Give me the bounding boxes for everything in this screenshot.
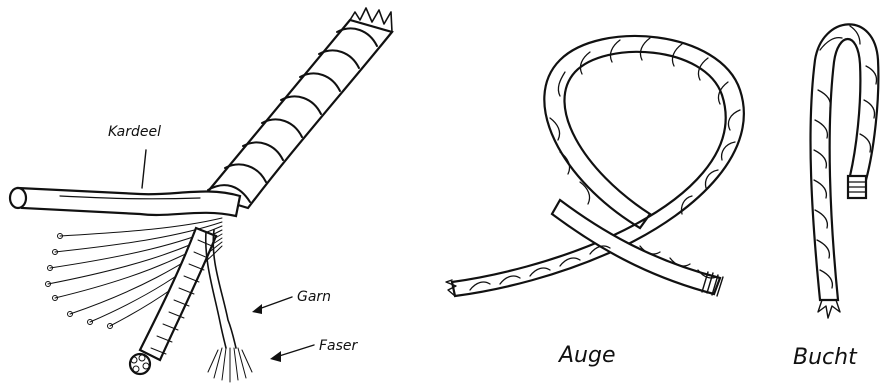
label-auge: Auge [557, 343, 616, 368]
annotation-faser: Faser [270, 338, 359, 362]
rope-anatomy-figure: Kardeel [10, 8, 392, 382]
label-faser: Faser [319, 338, 359, 354]
strand-kardeel [10, 188, 240, 216]
strand-yarn-fiber [206, 230, 252, 382]
label-garn: Garn [297, 289, 331, 305]
rope-bight-figure: Bucht [793, 24, 878, 370]
rope-eye-figure: Auge [446, 36, 744, 368]
annotation-garn: Garn [252, 289, 331, 314]
label-bucht: Bucht [793, 345, 858, 370]
bight-frayed-end [818, 300, 840, 318]
twisted-rope [205, 8, 392, 208]
strand-twisted-down [130, 228, 216, 374]
label-kardeel: Kardeel [108, 124, 161, 140]
leader-kardeel [142, 150, 146, 188]
